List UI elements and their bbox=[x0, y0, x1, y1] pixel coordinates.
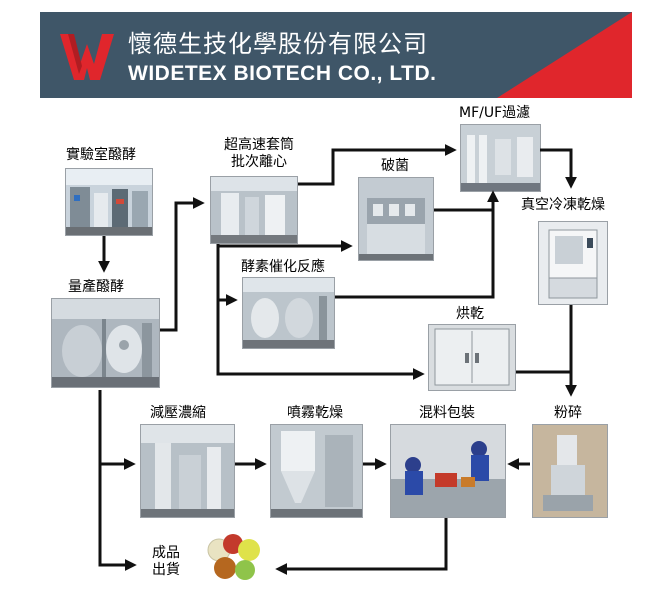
arrow-mix-to-product bbox=[275, 518, 448, 575]
lab-fermenter-image bbox=[66, 169, 152, 235]
label-mix-pack: 混料包裝 bbox=[419, 405, 475, 421]
photo-mass-fermenter bbox=[51, 298, 160, 388]
arrow-cell-break-to-mf-uf bbox=[434, 190, 499, 212]
arrow-centrifuge-to-mf-uf bbox=[298, 144, 457, 186]
label-mf-uf-filtration: MF/UF過濾 bbox=[459, 105, 531, 121]
arrow-mass-to-centrifuge bbox=[160, 197, 205, 332]
label-oven-dry: 烘乾 bbox=[456, 306, 484, 322]
label-centrifuge: 超高速套筒 批次離心 bbox=[214, 137, 304, 171]
arrow-enzyme-to-mf-uf bbox=[335, 200, 495, 299]
photo-mixing-packaging bbox=[390, 424, 506, 518]
spray-dryer-image bbox=[271, 425, 362, 517]
header-banner: 懷德生技化學股份有限公司 WIDETEX BIOTECH CO., LTD. bbox=[40, 12, 632, 98]
photo-mf-uf-filter bbox=[460, 124, 541, 192]
label-lab-fermentation: 實驗室醱酵 bbox=[66, 147, 136, 163]
mf-uf-filter-image bbox=[461, 125, 540, 191]
grinder-image bbox=[533, 425, 607, 517]
arrow-mass-to-concentrate bbox=[98, 390, 137, 571]
arrow-branch-to-oven bbox=[216, 300, 425, 380]
finished-products-image bbox=[203, 528, 267, 586]
label-cell-break: 破菌 bbox=[381, 158, 409, 174]
vacuum-concentrator-image bbox=[141, 425, 234, 517]
label-product-ship-line1: 成品 bbox=[152, 545, 180, 561]
photo-finished-products bbox=[203, 528, 267, 586]
mixing-packaging-image bbox=[391, 425, 505, 517]
freeze-dryer-image bbox=[539, 222, 607, 304]
photo-cell-breaker bbox=[358, 177, 434, 261]
centrifuge-image bbox=[211, 177, 297, 243]
photo-lab-fermenter bbox=[65, 168, 153, 236]
label-vacuum-freeze-dry: 真空冷凍乾燥 bbox=[521, 197, 605, 213]
photo-drying-oven bbox=[428, 324, 516, 391]
label-grind: 粉碎 bbox=[554, 405, 582, 421]
label-centrifuge-line2: 批次離心 bbox=[231, 154, 287, 170]
enzyme-reactor-image bbox=[243, 278, 334, 348]
header-red-accent bbox=[497, 12, 632, 98]
drying-oven-image bbox=[429, 325, 515, 390]
company-name-english: WIDETEX BIOTECH CO., LTD. bbox=[128, 62, 437, 85]
label-centrifuge-line1: 超高速套筒 bbox=[224, 137, 294, 153]
label-product-ship: 成品 出貨 bbox=[146, 545, 186, 579]
label-spray-dry: 噴霧乾燥 bbox=[287, 405, 343, 421]
photo-vacuum-concentrator bbox=[140, 424, 235, 518]
widetex-logo-icon bbox=[58, 26, 116, 84]
label-product-ship-line2: 出貨 bbox=[152, 562, 180, 578]
company-name-chinese: 懷德生技化學股份有限公司 bbox=[128, 30, 428, 58]
photo-enzyme-reactor bbox=[242, 277, 335, 349]
label-enzyme-reaction: 酵素催化反應 bbox=[241, 259, 325, 275]
photo-grinder bbox=[532, 424, 608, 518]
photo-freeze-dryer bbox=[538, 221, 608, 305]
cell-breaker-image bbox=[359, 178, 433, 260]
arrow-mf-uf-to-freeze-dry bbox=[540, 148, 577, 189]
label-vacuum-concentrate: 減壓濃縮 bbox=[150, 405, 206, 421]
photo-centrifuge bbox=[210, 176, 298, 244]
arrow-centrifuge-to-cell-break bbox=[216, 240, 353, 252]
label-mass-fermentation: 量產醱酵 bbox=[68, 279, 124, 295]
arrow-branch-to-enzyme bbox=[216, 246, 238, 306]
mass-fermenter-image bbox=[52, 299, 159, 387]
photo-spray-dryer bbox=[270, 424, 363, 518]
